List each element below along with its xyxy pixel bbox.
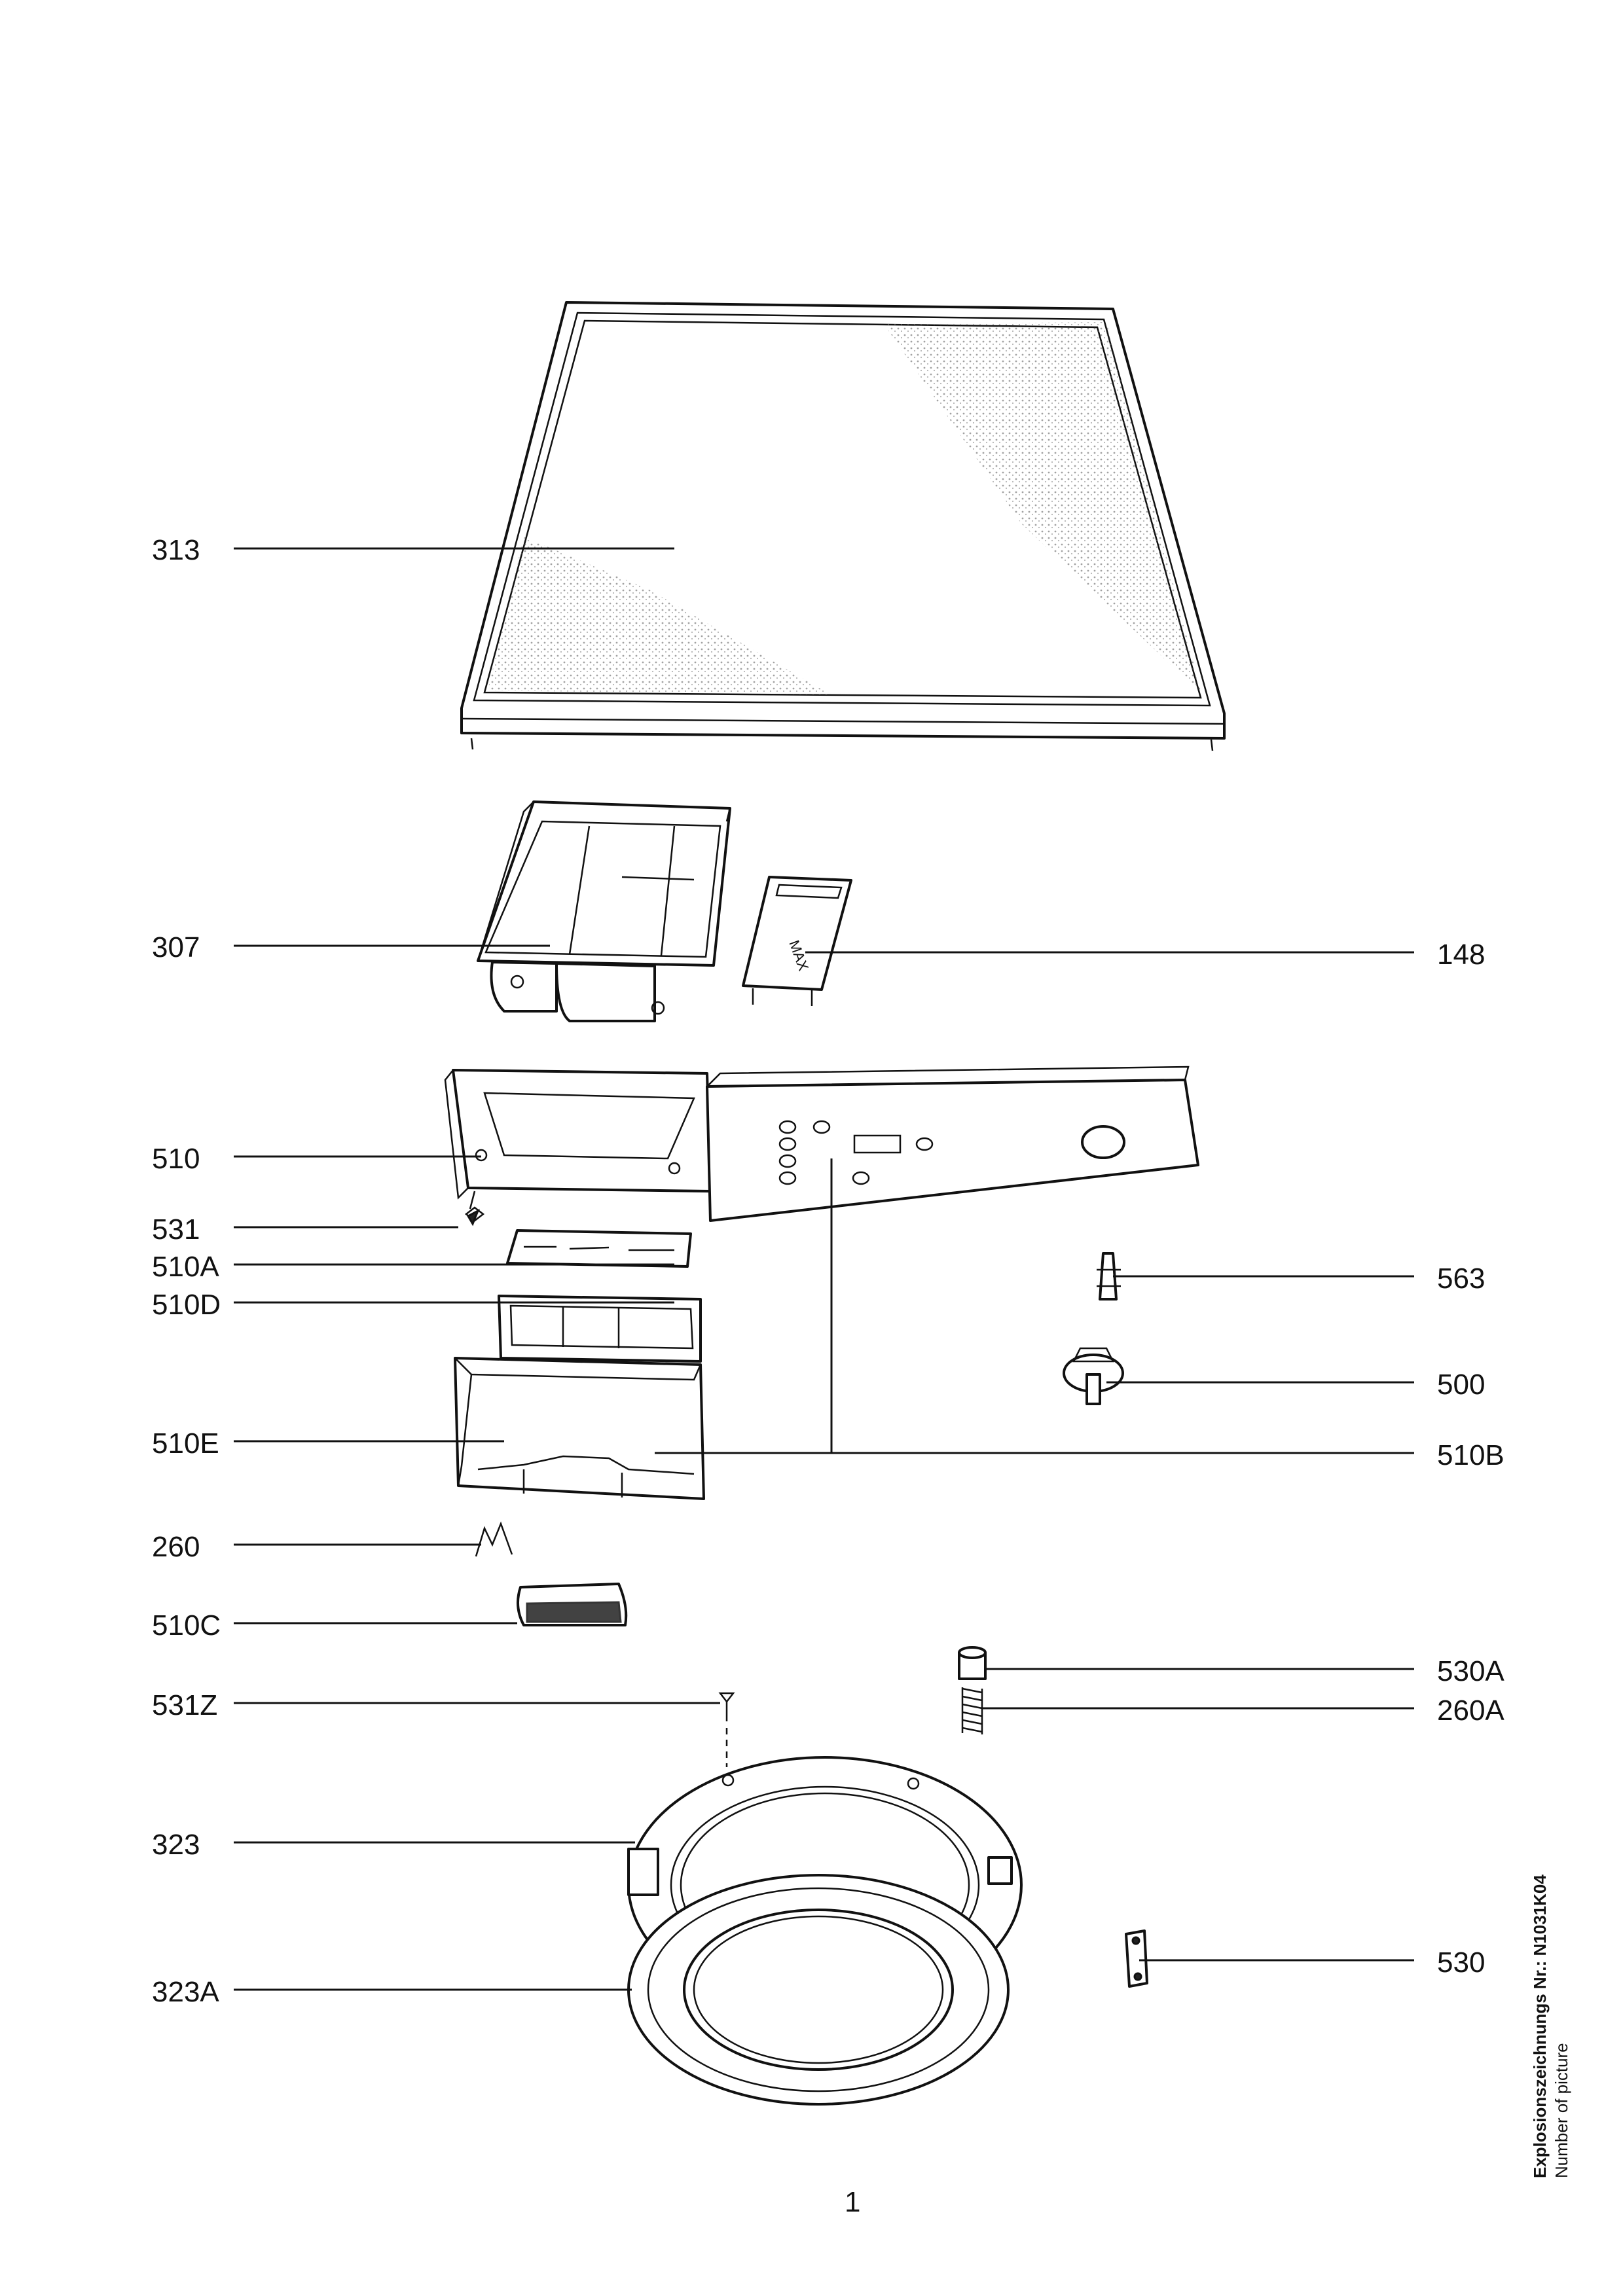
panel-strip-part [506,1229,692,1268]
page-number: 1 [845,2186,861,2218]
label-260: 260 [152,1531,200,1563]
cap-530A-part [958,1646,987,1680]
screw-531-part [464,1191,485,1227]
drawer-frame-part [498,1295,702,1363]
label-510B: 510B [1437,1439,1504,1471]
label-530: 530 [1437,1946,1485,1979]
control-panel-fascia-part [706,1066,1199,1222]
label-260A: 260A [1437,1695,1504,1727]
leader-510B [655,1158,1414,1454]
label-510: 510 [152,1143,200,1175]
label-563: 563 [1437,1263,1485,1295]
label-500: 500 [1437,1369,1485,1401]
control-panel-housing-part [444,1069,712,1200]
spring-clip-part [475,1521,513,1557]
label-323: 323 [152,1829,200,1861]
handle-cap-part [517,1583,628,1626]
knob-500-part [1063,1347,1124,1405]
drawer-front-part [454,1357,705,1500]
detergent-drawer-insert-part [477,800,731,1022]
worktop-lid-part [460,301,1226,751]
label-307: 307 [152,931,200,963]
label-323A: 323A [152,1976,219,2008]
drawing-number-subtitle: Number of picture [1552,2043,1571,2178]
hinge-530-part [1125,1929,1148,1988]
screw-531Z-part [718,1692,735,1767]
label-531Z: 531Z [152,1689,217,1721]
label-510E: 510E [152,1427,219,1460]
spring-260A-part [961,1687,983,1734]
label-148: 148 [1437,939,1485,971]
label-530A: 530A [1437,1655,1504,1687]
drawing-number-title: Explosionszeichnungs Nr.: N1031K04 [1530,1874,1550,2178]
label-510C: 510C [152,1609,221,1641]
label-510A: 510A [152,1251,219,1283]
label-510D: 510D [152,1289,221,1321]
label-313: 313 [152,534,200,566]
label-531: 531 [152,1213,200,1246]
door-outer-ring-part [627,1874,1010,2106]
pin-563-part [1097,1252,1121,1300]
max-indicator-flap-part: MAX [742,876,852,1006]
